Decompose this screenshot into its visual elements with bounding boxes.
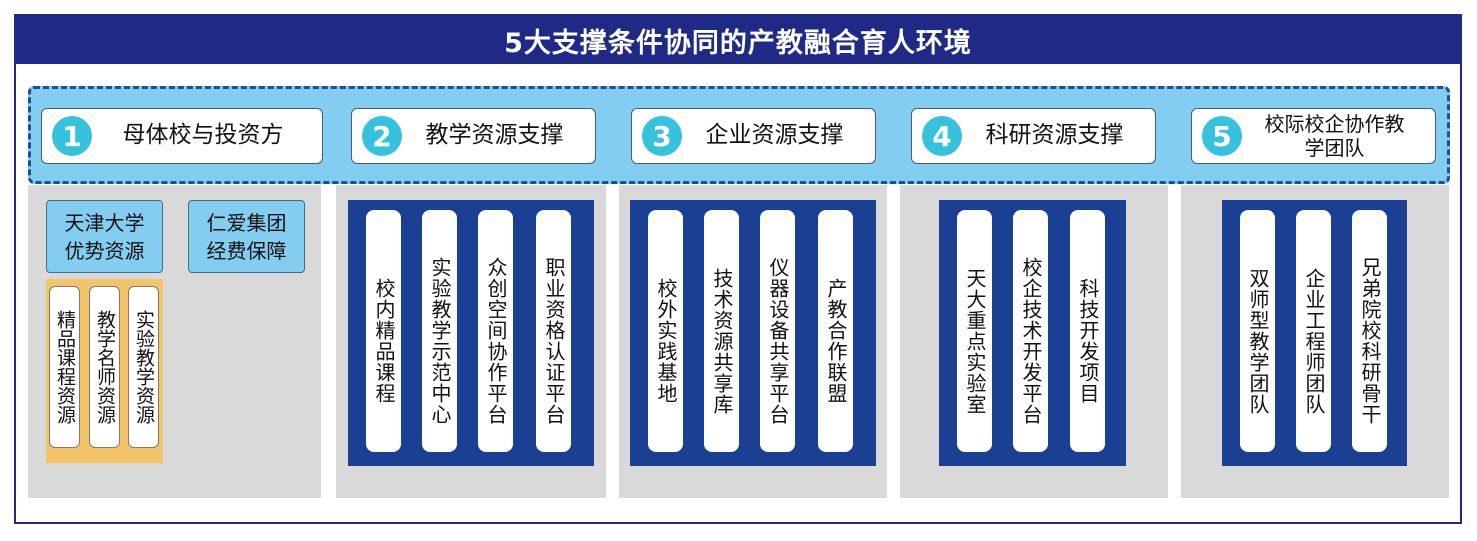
- pillar-header-band: 1 母体校与投资方 2 教学资源支撑 3 企业资源支撑 4 科研资源支撑 5 校…: [28, 86, 1450, 184]
- resource-card: 仪器设备共享平台: [760, 210, 795, 452]
- diagram-title: 5大支撑条件协同的产教融合育人环境: [16, 16, 1460, 64]
- resource-card: 技术资源共享库: [704, 210, 739, 452]
- number-badge: 2: [362, 116, 402, 156]
- teaching-resources-block: 校内精品课程 实验教学示范中心 众创空间协作平台 职业资格认证平台: [348, 200, 594, 466]
- team-card: 双师型教学团队: [1240, 210, 1275, 452]
- pillar-title: 母体校与投资方: [122, 122, 284, 149]
- resource-card: 职业资格认证平台: [536, 210, 571, 452]
- sub-card: 教学名师资源: [89, 286, 120, 448]
- box-text: 天津大学优势资源: [64, 210, 145, 263]
- tianjin-university-box: 天津大学优势资源: [46, 200, 163, 273]
- resource-card: 产教合作联盟: [818, 210, 853, 452]
- diagram-frame: 5大支撑条件协同的产教融合育人环境 1 母体校与投资方 2 教学资源支撑 3 企…: [14, 14, 1462, 524]
- pillar-header-3: 3 企业资源支撑: [631, 108, 876, 164]
- number-badge: 3: [642, 116, 682, 156]
- resource-card: 校企技术开发平台: [1013, 210, 1048, 452]
- resource-card: 实验教学示范中心: [422, 210, 457, 452]
- pillar-header-5: 5 校际校企协作教学团队: [1191, 108, 1436, 164]
- research-resources-block: 天大重点实验室 校企技术开发平台 科技开发项目: [939, 200, 1126, 466]
- pillar-header-4: 4 科研资源支撑: [911, 108, 1156, 164]
- pillar-header-2: 2 教学资源支撑: [351, 108, 596, 164]
- resource-card: 科技开发项目: [1070, 210, 1105, 452]
- teaching-team-block: 双师型教学团队 企业工程师团队 兄弟院校科研骨干: [1222, 200, 1407, 466]
- enterprise-resources-block: 校外实践基地 技术资源共享库 仪器设备共享平台 产教合作联盟: [630, 200, 876, 466]
- resource-card: 众创空间协作平台: [478, 210, 513, 452]
- number-badge: 4: [922, 116, 962, 156]
- resource-block: 精品课程资源 教学名师资源 实验教学资源: [46, 279, 163, 463]
- pillar-title: 教学资源支撑: [425, 122, 564, 149]
- pillar-title: 科研资源支撑: [985, 122, 1124, 149]
- pillar-title-text: 校际校企协作教学团队: [1264, 112, 1405, 160]
- number-badge: 5: [1202, 116, 1242, 156]
- renai-group-box: 仁爱集团经费保障: [188, 200, 305, 273]
- sub-card: 精品课程资源: [49, 286, 80, 448]
- sub-card: 实验教学资源: [128, 286, 159, 448]
- number-badge: 1: [52, 116, 92, 156]
- pillar-title: 校际校企协作教学团队: [1242, 112, 1435, 160]
- team-card: 兄弟院校科研骨干: [1352, 210, 1387, 452]
- resource-card: 校外实践基地: [648, 210, 683, 452]
- box-text: 仁爱集团经费保障: [206, 210, 287, 263]
- pillar-title: 企业资源支撑: [705, 122, 844, 149]
- resource-card: 天大重点实验室: [957, 210, 992, 452]
- pillar-header-1: 1 母体校与投资方: [41, 108, 323, 164]
- resource-card: 校内精品课程: [366, 210, 401, 452]
- team-card: 企业工程师团队: [1296, 210, 1331, 452]
